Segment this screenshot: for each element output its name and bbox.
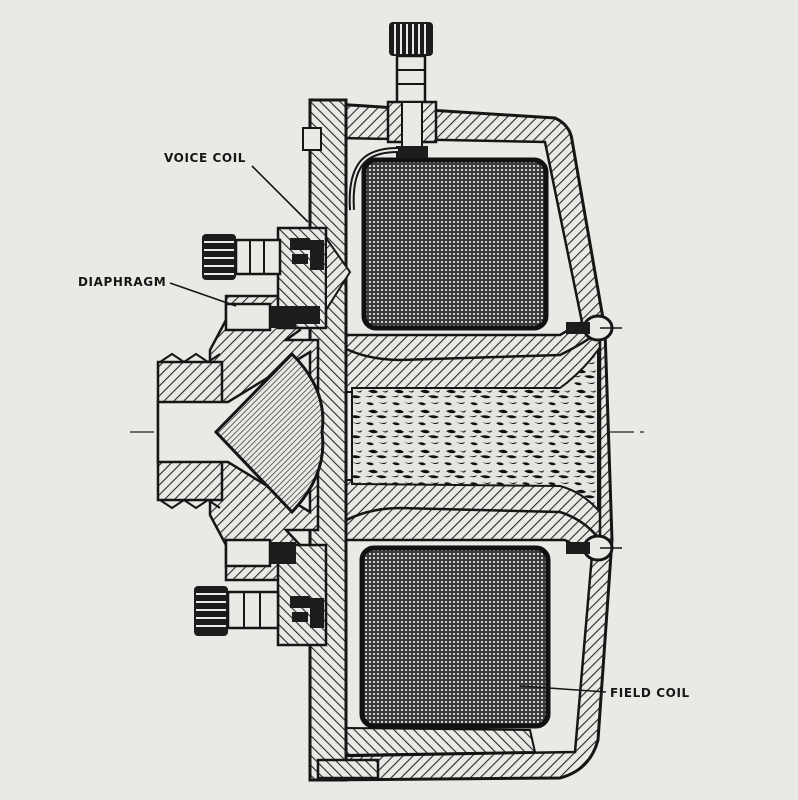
rear-screws — [566, 314, 622, 562]
diaphragm-label: DIAPHRAGM — [78, 275, 166, 289]
voice-coil-leader — [251, 165, 309, 223]
coil-retainer — [344, 726, 537, 757]
field-coil-label: FIELD COIL — [610, 686, 690, 700]
phase-plug-dome — [213, 351, 325, 515]
field-coil-upper — [361, 157, 549, 331]
top-terminal — [386, 22, 438, 159]
magnet-core — [351, 346, 599, 513]
front-plate-foot — [316, 758, 380, 780]
diaphragm-leader — [169, 282, 237, 307]
field-coil-lower — [359, 545, 551, 729]
lower-terminal — [194, 586, 280, 636]
voice-coil-label: VOICE COIL — [164, 151, 246, 165]
diaphragm-screws — [224, 302, 296, 568]
field-coil-leader — [519, 685, 607, 693]
voice-coil-former — [325, 234, 352, 314]
upper-terminal — [202, 234, 282, 280]
top-screw — [302, 127, 322, 151]
